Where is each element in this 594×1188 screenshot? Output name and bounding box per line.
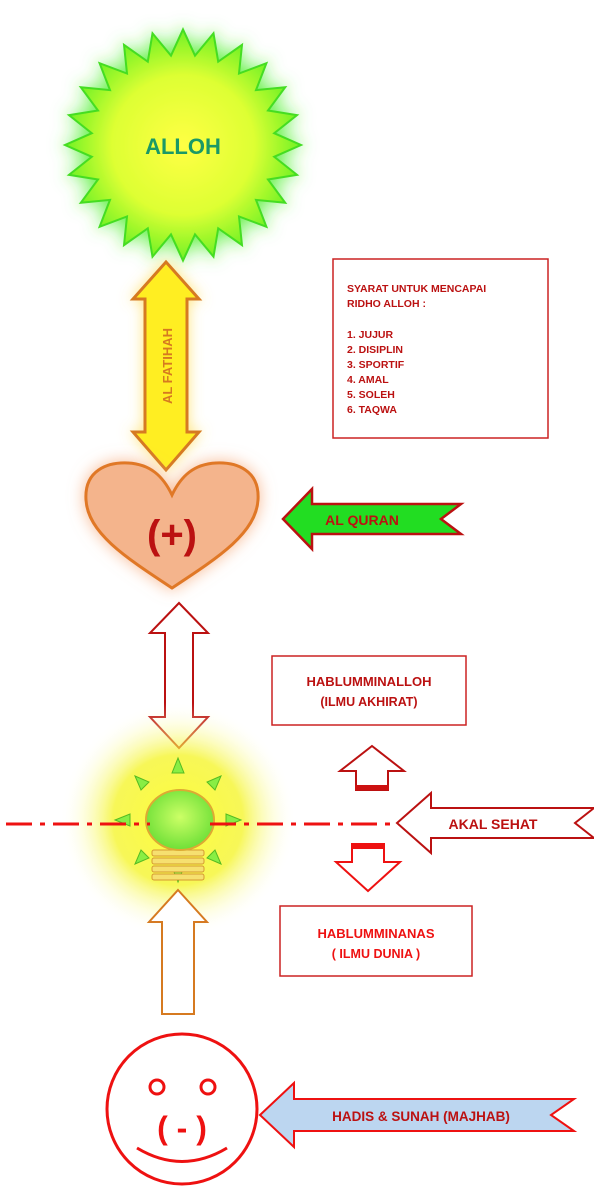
quran-arrow-shape xyxy=(281,485,465,553)
conditions-title-line2: RIDHO ALLOH : xyxy=(347,298,426,310)
sun-ray xyxy=(134,775,150,791)
face-sun-up-arrow xyxy=(146,888,210,1015)
down-arrow-base-bar xyxy=(351,844,385,849)
fatihah-arrow-shape xyxy=(129,259,203,473)
up-hollow-arrow xyxy=(337,744,407,791)
condition-item-2: 2. DISIPLIN xyxy=(347,344,403,356)
conditions-frame xyxy=(332,258,549,439)
hadis-arrow-shape xyxy=(258,1080,578,1150)
sun-ray xyxy=(206,849,222,865)
quran-label: AL QURAN xyxy=(325,512,399,528)
sun-ray xyxy=(206,775,222,791)
akal-arrow: AKAL SEHAT xyxy=(395,790,594,856)
dunia-subtitle: ( ILMU DUNIA ) xyxy=(332,947,420,961)
fatihah-double-arrow xyxy=(129,259,203,473)
hadis-label: HADIS & SUNAH (MAJHAB) xyxy=(332,1109,510,1124)
bulb-base xyxy=(151,849,205,881)
sun-ray xyxy=(134,849,150,865)
bulb-base-ring xyxy=(151,865,205,873)
akal-arrow-shape xyxy=(395,790,594,856)
dunia-title: HABLUMMINANAS xyxy=(318,926,435,941)
face-circle xyxy=(105,1032,259,1186)
condition-item-4: 4. AMAL xyxy=(347,374,389,386)
hadis-arrow: HADIS & SUNAH (MAJHAB) xyxy=(258,1080,578,1150)
akal-label: AKAL SEHAT xyxy=(449,816,538,832)
dunia-frame xyxy=(279,905,473,977)
face-label: ( - ) xyxy=(157,1110,207,1146)
heart-label: (+) xyxy=(147,513,197,557)
sun-ray xyxy=(171,756,185,774)
condition-item-1: 1. JUJUR xyxy=(347,329,394,341)
sun-core xyxy=(145,789,215,851)
akhirat-box: HABLUMMINALLOH (ILMU AKHIRAT) xyxy=(271,655,467,726)
face-left-eye xyxy=(148,1078,166,1096)
fatihah-label: AL FATIHAH xyxy=(160,328,175,404)
condition-item-6: 6. TAQWA xyxy=(347,404,397,416)
face-mouth xyxy=(136,1146,228,1163)
bulb-base-ring xyxy=(151,857,205,865)
akhirat-frame xyxy=(271,655,467,726)
alloh-label: ALLOH xyxy=(145,134,221,159)
condition-item-5: 5. SOLEH xyxy=(347,389,395,401)
conditions-box: SYARAT UNTUK MENCAPAI RIDHO ALLOH : 1. J… xyxy=(332,258,549,439)
dunia-box: HABLUMMINANAS ( ILMU DUNIA ) xyxy=(279,905,473,977)
star-burst-shape xyxy=(62,26,304,264)
face-right-eye xyxy=(199,1078,217,1096)
sun-node xyxy=(113,756,243,884)
quran-arrow: AL QURAN xyxy=(281,485,465,553)
akhirat-subtitle: (ILMU AKHIRAT) xyxy=(320,695,417,709)
alloh-star-node: ALLOH xyxy=(62,26,304,264)
down-hollow-arrow xyxy=(333,843,403,893)
heart-shape xyxy=(84,461,260,590)
face-node: ( - ) xyxy=(105,1032,259,1186)
up-arrow-base-bar xyxy=(355,785,389,790)
conditions-title-line1: SYARAT UNTUK MENCAPAI xyxy=(347,283,486,295)
heart-node xyxy=(84,461,260,590)
condition-item-3: 3. SPORTIF xyxy=(347,359,405,371)
bulb-base-ring xyxy=(151,873,205,881)
akhirat-title: HABLUMMINALLOH xyxy=(307,674,432,689)
